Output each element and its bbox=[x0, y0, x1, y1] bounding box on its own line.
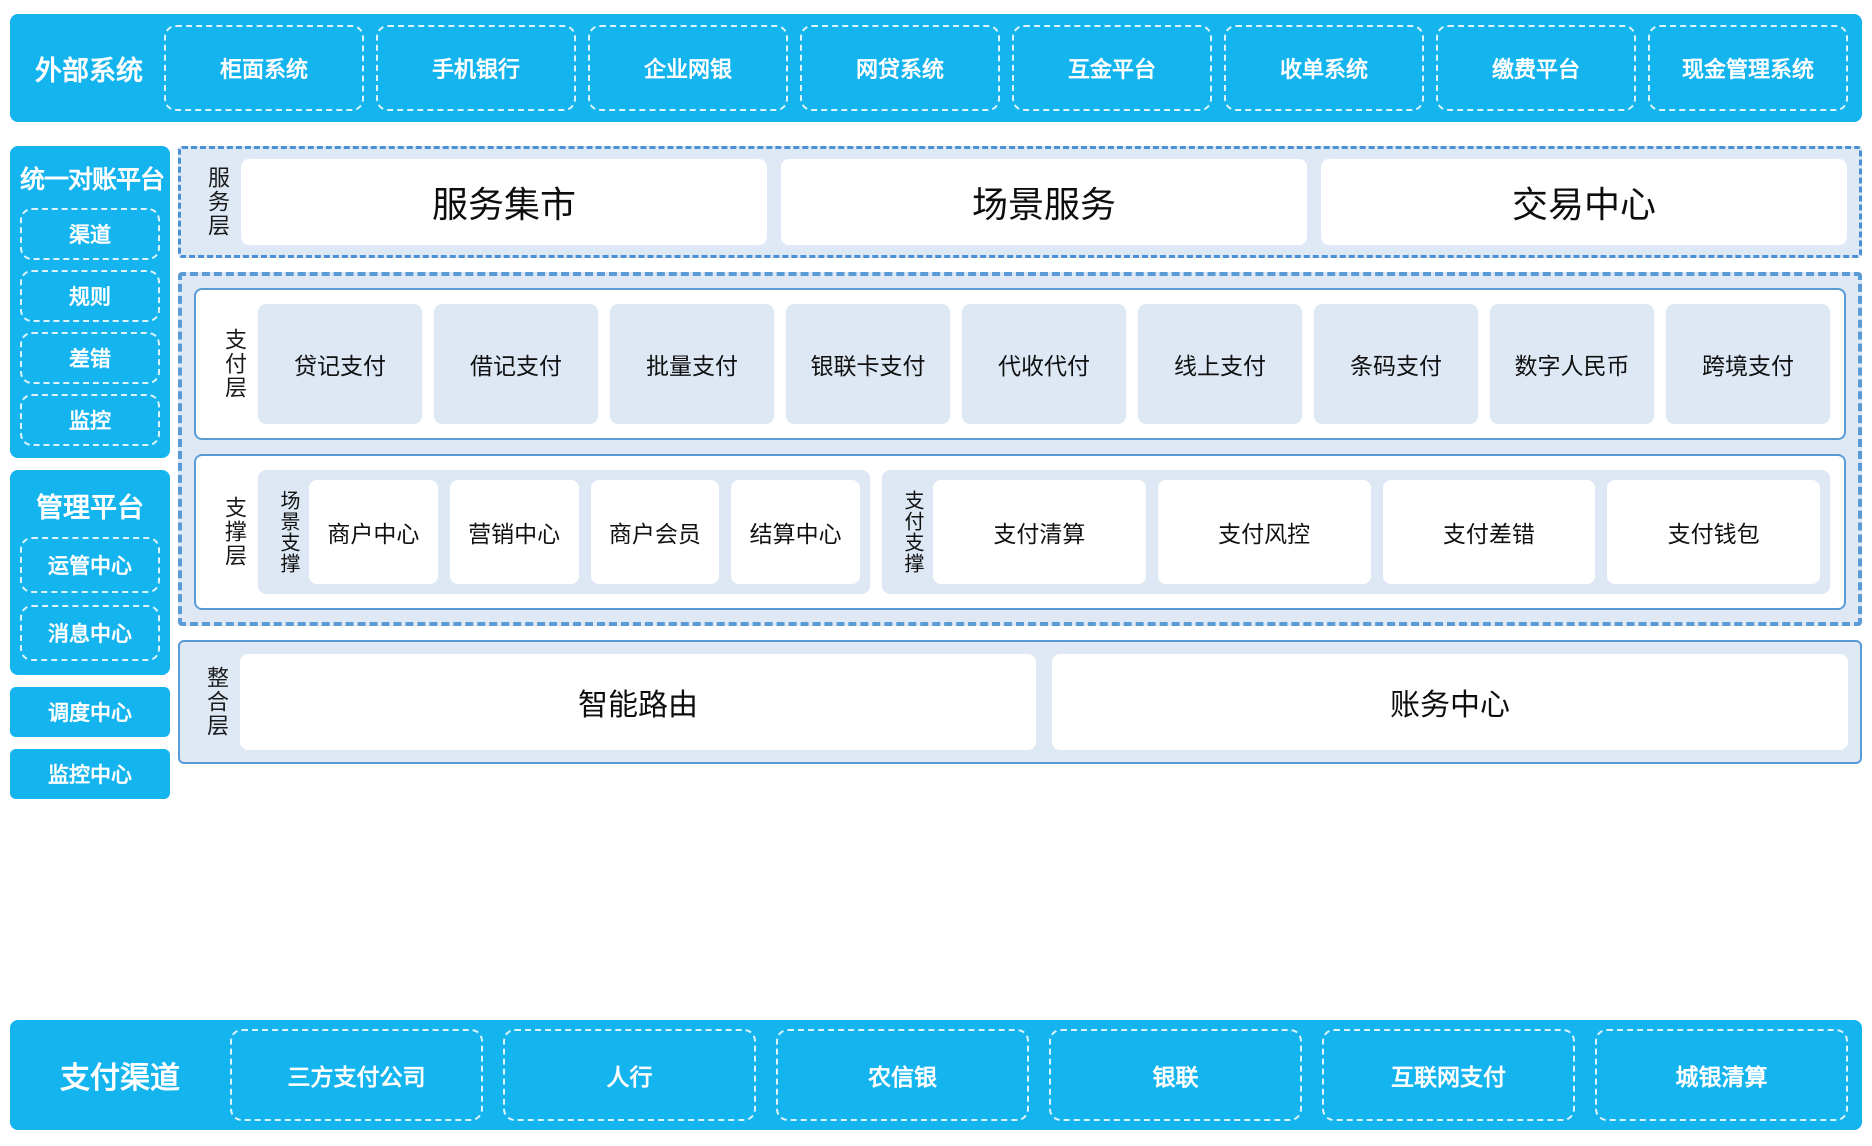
integration-card-accounting-center[interactable]: 账务中心 bbox=[1052, 654, 1848, 750]
monitoring-center-tile[interactable]: 监控中心 bbox=[10, 749, 170, 799]
external-system-item[interactable]: 柜面系统 bbox=[164, 25, 364, 111]
payment-item-collection-payment[interactable]: 代收代付 bbox=[962, 304, 1126, 424]
support-item-merchant-center[interactable]: 商户中心 bbox=[309, 480, 438, 584]
support-item-merchant-member[interactable]: 商户会员 bbox=[590, 480, 720, 584]
support-group-scenario-items: 商户中心 营销中心 商户会员 结算中心 bbox=[309, 480, 860, 584]
service-layer-label: 服务层 bbox=[205, 166, 230, 238]
support-group-scenario-label: 场景支撑 bbox=[277, 490, 299, 574]
support-group-payment-items: 支付清算 支付风控 支付差错 支付钱包 bbox=[933, 480, 1820, 584]
reconciliation-item-monitor[interactable]: 监控 bbox=[20, 394, 160, 446]
payment-channels-list: 三方支付公司 人行 农信银 银联 互联网支付 城银清算 bbox=[230, 1029, 1848, 1121]
reconciliation-item-channel[interactable]: 渠道 bbox=[20, 208, 160, 260]
channel-item-third-party[interactable]: 三方支付公司 bbox=[230, 1029, 483, 1121]
support-group-scenario: 场景支撑 商户中心 营销中心 商户会员 结算中心 bbox=[258, 470, 870, 594]
external-system-item[interactable]: 网贷系统 bbox=[800, 25, 1000, 111]
scheduling-center-tile[interactable]: 调度中心 bbox=[10, 687, 170, 737]
support-group-payment-label: 支付支撑 bbox=[901, 490, 923, 574]
reconciliation-platform-title: 统一对账平台 bbox=[20, 166, 165, 194]
support-item-settlement-center[interactable]: 结算中心 bbox=[731, 480, 860, 584]
integration-layer-cards: 智能路由 账务中心 bbox=[240, 654, 1848, 750]
management-item-operations-center[interactable]: 运管中心 bbox=[20, 537, 160, 593]
payment-and-support-group: 支付层 贷记支付 借记支付 批量支付 银联卡支付 代收代付 线上支付 条码支付 … bbox=[178, 272, 1862, 626]
payment-item-digital-rmb[interactable]: 数字人民币 bbox=[1490, 304, 1654, 424]
payment-item-batch[interactable]: 批量支付 bbox=[610, 304, 774, 424]
external-system-item[interactable]: 互金平台 bbox=[1012, 25, 1212, 111]
external-system-item[interactable]: 现金管理系统 bbox=[1648, 25, 1848, 111]
payment-item-debit[interactable]: 借记支付 bbox=[434, 304, 598, 424]
channel-item-city-bank-clearing[interactable]: 城银清算 bbox=[1595, 1029, 1848, 1121]
payment-item-barcode[interactable]: 条码支付 bbox=[1314, 304, 1478, 424]
payment-item-cross-border[interactable]: 跨境支付 bbox=[1666, 304, 1830, 424]
management-platform-title: 管理平台 bbox=[36, 493, 144, 523]
support-item-payment-error[interactable]: 支付差错 bbox=[1382, 480, 1596, 584]
main-layers-stack: 服务层 服务集市 场景服务 交易中心 支付层 贷记支付 借记支付 批量支付 银联… bbox=[178, 146, 1862, 764]
payment-layer-label: 支付层 bbox=[222, 328, 247, 400]
reconciliation-item-error[interactable]: 差错 bbox=[20, 332, 160, 384]
channel-item-rural-credit[interactable]: 农信银 bbox=[776, 1029, 1029, 1121]
service-card-marketplace[interactable]: 服务集市 bbox=[241, 159, 767, 245]
payment-item-credit[interactable]: 贷记支付 bbox=[258, 304, 422, 424]
payment-layer-panel: 支付层 贷记支付 借记支付 批量支付 银联卡支付 代收代付 线上支付 条码支付 … bbox=[194, 288, 1846, 440]
support-layer-panel: 支撑层 场景支撑 商户中心 营销中心 商户会员 结算中心 支付支撑 bbox=[194, 454, 1846, 610]
external-system-item[interactable]: 收单系统 bbox=[1224, 25, 1424, 111]
integration-layer-label: 整合层 bbox=[204, 666, 229, 738]
external-system-item[interactable]: 缴费平台 bbox=[1436, 25, 1636, 111]
support-group-payment: 支付支撑 支付清算 支付风控 支付差错 支付钱包 bbox=[882, 470, 1830, 594]
external-systems-list: 柜面系统 手机银行 企业网银 网贷系统 互金平台 收单系统 缴费平台 现金管理系… bbox=[164, 25, 1848, 111]
payment-item-unionpay-card[interactable]: 银联卡支付 bbox=[786, 304, 950, 424]
payment-channels-bar: 支付渠道 三方支付公司 人行 农信银 银联 互联网支付 城银清算 bbox=[10, 1020, 1862, 1130]
external-systems-bar: 外部系统 柜面系统 手机银行 企业网银 网贷系统 互金平台 收单系统 缴费平台 … bbox=[10, 14, 1862, 122]
support-item-payment-risk[interactable]: 支付风控 bbox=[1157, 480, 1371, 584]
management-platform-panel: 管理平台 运管中心 消息中心 bbox=[10, 470, 170, 675]
channel-item-pboc[interactable]: 人行 bbox=[503, 1029, 756, 1121]
support-layer-label: 支撑层 bbox=[222, 496, 247, 568]
integration-card-smart-routing[interactable]: 智能路由 bbox=[240, 654, 1036, 750]
external-system-item[interactable]: 企业网银 bbox=[588, 25, 788, 111]
service-card-scenario[interactable]: 场景服务 bbox=[781, 159, 1307, 245]
integration-layer-panel: 整合层 智能路由 账务中心 bbox=[178, 640, 1862, 764]
external-system-item[interactable]: 手机银行 bbox=[376, 25, 576, 111]
payment-layer-items: 贷记支付 借记支付 批量支付 银联卡支付 代收代付 线上支付 条码支付 数字人民… bbox=[258, 304, 1830, 424]
management-item-message-center[interactable]: 消息中心 bbox=[20, 605, 160, 661]
support-item-payment-wallet[interactable]: 支付钱包 bbox=[1607, 480, 1820, 584]
left-sidebar: 统一对账平台 渠道 规则 差错 监控 管理平台 运管中心 消息中心 调度中心 监… bbox=[10, 146, 170, 811]
service-card-transaction[interactable]: 交易中心 bbox=[1321, 159, 1847, 245]
channel-item-unionpay[interactable]: 银联 bbox=[1049, 1029, 1302, 1121]
reconciliation-item-rule[interactable]: 规则 bbox=[20, 270, 160, 322]
support-layer-groups: 场景支撑 商户中心 营销中心 商户会员 结算中心 支付支撑 支付清算 支付风控 bbox=[258, 470, 1830, 594]
payment-channels-title: 支付渠道 bbox=[60, 1062, 180, 1095]
support-item-marketing-center[interactable]: 营销中心 bbox=[449, 480, 579, 584]
service-layer-cards: 服务集市 场景服务 交易中心 bbox=[241, 159, 1847, 245]
channel-item-internet-payment[interactable]: 互联网支付 bbox=[1322, 1029, 1575, 1121]
reconciliation-platform-panel: 统一对账平台 渠道 规则 差错 监控 bbox=[10, 146, 170, 458]
service-layer-group: 服务层 服务集市 场景服务 交易中心 bbox=[178, 146, 1862, 258]
support-item-payment-clearing[interactable]: 支付清算 bbox=[933, 480, 1146, 584]
payment-item-online[interactable]: 线上支付 bbox=[1138, 304, 1302, 424]
external-systems-title: 外部系统 bbox=[35, 55, 143, 86]
